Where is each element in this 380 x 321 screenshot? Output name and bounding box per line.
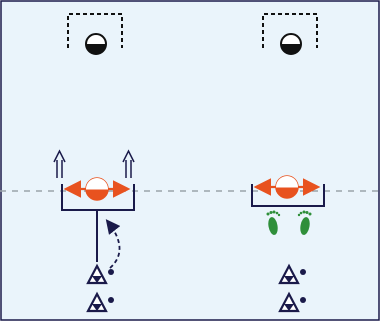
orange-ball-with-side-arrows	[253, 175, 321, 199]
u-frame	[251, 184, 325, 207]
curved-dashed-arrow	[105, 219, 121, 269]
triangle-player-icon	[278, 263, 306, 285]
orange-ball-with-side-arrows	[63, 177, 131, 201]
green-footprints-icon	[266, 210, 312, 235]
up-arrow-outline-icon	[122, 149, 135, 178]
goal-right	[262, 13, 318, 55]
half-filled-ball-icon	[85, 33, 107, 55]
station-right	[251, 13, 325, 313]
up-arrow-outline-icon	[53, 149, 66, 178]
triangle-player-icon	[278, 291, 306, 313]
goal-left	[67, 13, 123, 55]
left-footprint	[266, 210, 281, 235]
right-footprint	[297, 210, 312, 235]
station-left	[53, 13, 135, 313]
half-filled-ball-icon	[280, 33, 302, 55]
triangle-player-icon	[86, 263, 114, 285]
triangle-player-icon	[86, 291, 114, 313]
